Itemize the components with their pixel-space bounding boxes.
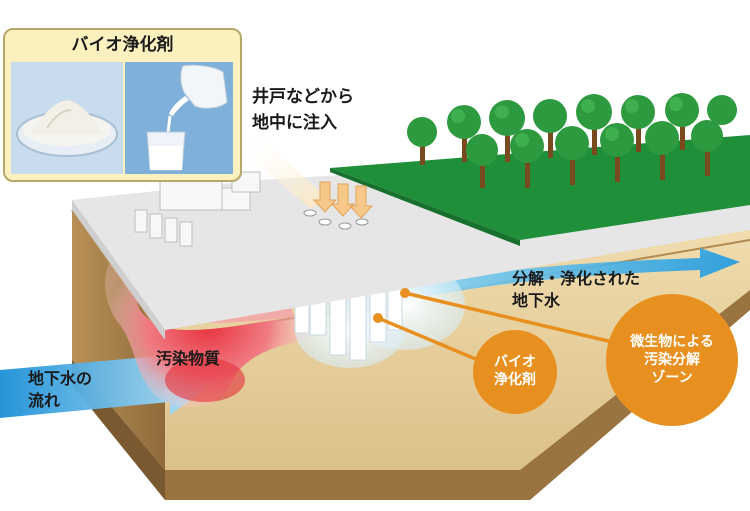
inset-title: バイオ浄化剤	[71, 35, 174, 55]
decomp-zone-label-line2: 汚染分解	[644, 352, 700, 368]
liquid-photo	[125, 62, 233, 174]
bio-agent-inset: バイオ浄化剤	[3, 28, 242, 182]
decomp-zone-bubble	[606, 294, 738, 426]
injection-beam	[238, 140, 330, 208]
bio-agent-label-line1: バイオ	[494, 354, 536, 370]
groundwater-flow-label: 地下水の 流れ	[28, 368, 92, 412]
injection-down-arrows	[312, 181, 374, 219]
leader-lines	[377, 291, 626, 362]
injection-label-line1: 井戸などから	[252, 87, 354, 107]
contaminant-label: 汚染物質	[156, 349, 221, 368]
decomp-zone-label-line3: ゾーン	[651, 370, 693, 386]
bio-agent-label-line2: 浄化剤	[494, 372, 536, 388]
forest	[407, 93, 737, 188]
injection-label: 井戸などから 地中に注入	[252, 84, 354, 136]
clean-water-label-line1: 分解・浄化された	[512, 269, 641, 288]
decomp-zone-label: 微生物による 汚染分解 ゾーン	[612, 333, 732, 387]
decomp-zone-label-line1: 微生物による	[630, 334, 714, 350]
bio-agent-marker	[373, 313, 383, 323]
injection-wells	[303, 209, 369, 230]
groundwater-flow-label-line2: 流れ	[28, 391, 61, 410]
groundwater-flow-label-line1: 地下水の	[28, 369, 93, 388]
factory	[134, 171, 261, 247]
clean-water-channel	[390, 248, 740, 302]
clean-water-label-line2: 地下水	[512, 291, 561, 310]
clean-water-label: 分解・浄化された 地下水	[512, 268, 640, 312]
injection-label-line2: 地中に注入	[252, 113, 337, 133]
bio-agent-label: バイオ 浄化剤	[478, 353, 552, 389]
powder-photo	[11, 62, 123, 174]
zone-marker	[400, 288, 410, 298]
bio-agent-bubble	[473, 330, 557, 414]
